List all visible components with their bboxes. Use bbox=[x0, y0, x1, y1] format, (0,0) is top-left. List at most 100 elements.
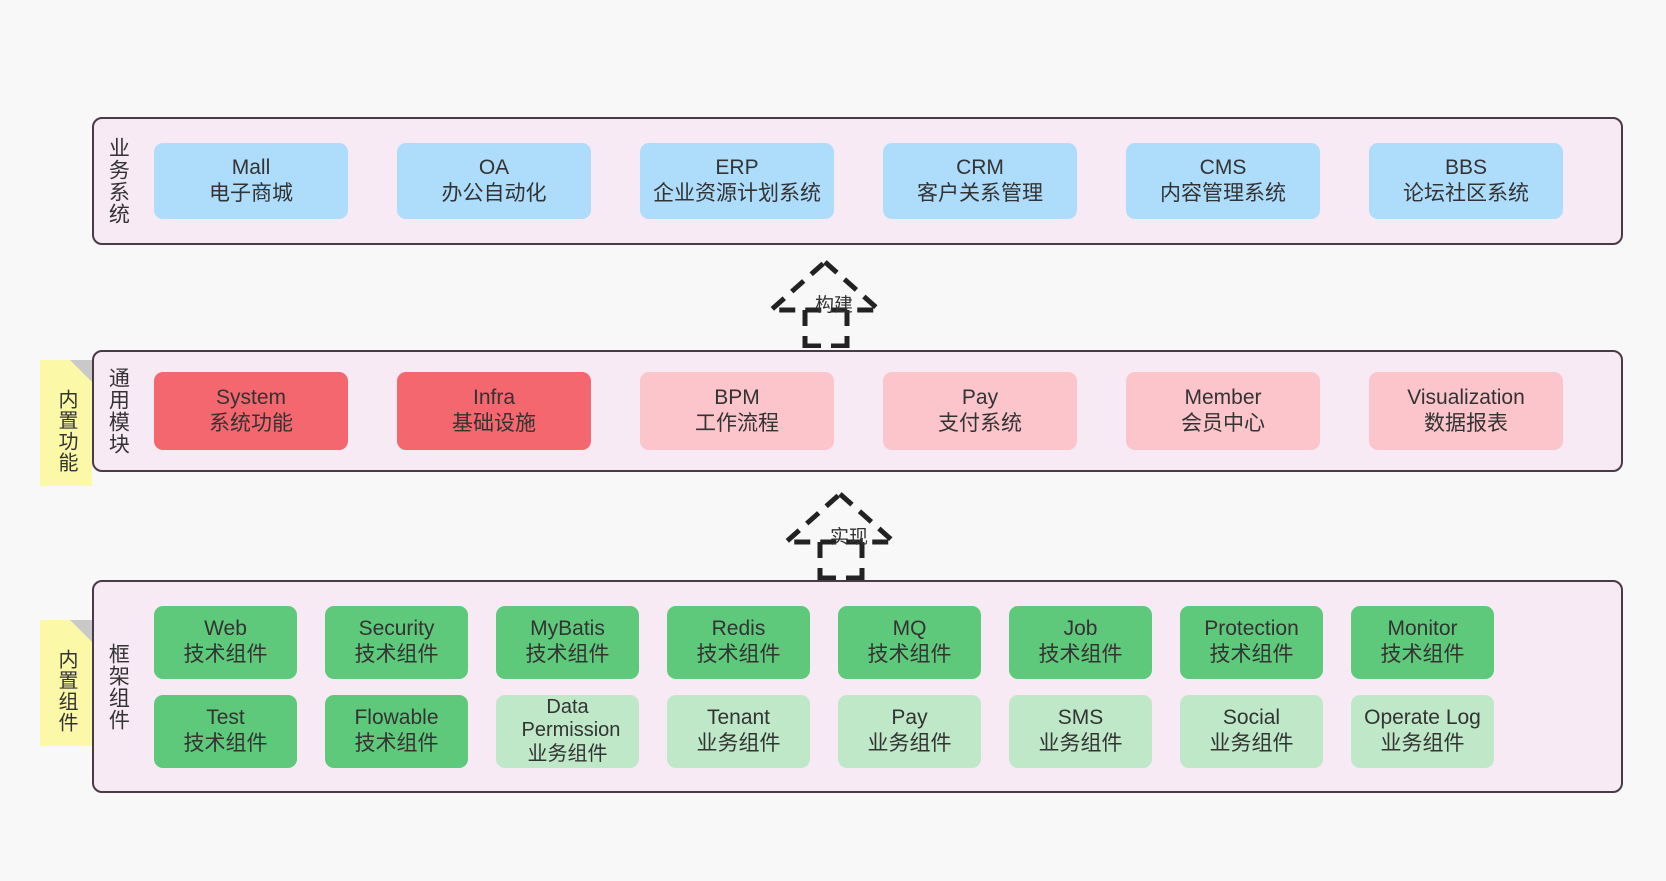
node-subtitle: 论坛社区系统 bbox=[1403, 182, 1529, 205]
node-subtitle: 技术组件 bbox=[1380, 643, 1465, 666]
node-title: Security bbox=[358, 617, 435, 641]
node-title: CMS bbox=[1199, 156, 1247, 180]
node-mq[interactable]: MQ 技术组件 bbox=[838, 605, 981, 679]
node-title: MQ bbox=[892, 617, 927, 641]
node-subtitle: 系统功能 bbox=[209, 412, 293, 435]
node-title: Pay bbox=[961, 386, 999, 410]
layer-business-system: 业务系统 Mall 电子商城 OA 办公自动化 ERP 企业资源计划系统 CRM… bbox=[92, 117, 1623, 245]
node-subtitle: 会员中心 bbox=[1181, 412, 1265, 435]
node-subtitle: 数据报表 bbox=[1424, 412, 1508, 435]
node-title: Member bbox=[1184, 386, 1262, 410]
node-crm[interactable]: CRM 客户关系管理 bbox=[883, 143, 1077, 219]
node-subtitle: 企业资源计划系统 bbox=[653, 182, 821, 205]
node-title: Monitor bbox=[1387, 617, 1458, 641]
layer-body-business-system: Mall 电子商城 OA 办公自动化 ERP 企业资源计划系统 CRM 客户关系… bbox=[140, 119, 1621, 243]
node-bpm[interactable]: BPM 工作流程 bbox=[640, 372, 834, 450]
node-infra[interactable]: Infra 基础设施 bbox=[397, 372, 591, 450]
layer-body-common-module: System 系统功能 Infra 基础设施 BPM 工作流程 Pay 支付系统… bbox=[140, 352, 1621, 470]
layer-title-common-module: 通用模块 bbox=[106, 367, 130, 455]
node-title: MyBatis bbox=[530, 617, 605, 641]
node-row: Web 技术组件 Security 技术组件 MyBatis 技术组件 Redi… bbox=[154, 605, 1607, 679]
connector-build-icon bbox=[764, 258, 886, 348]
node-tenant[interactable]: Tenant 业务组件 bbox=[667, 694, 810, 768]
node-title: BPM bbox=[714, 386, 760, 410]
node-title: Social bbox=[1222, 706, 1281, 730]
node-operate-log[interactable]: Operate Log 业务组件 bbox=[1351, 694, 1494, 768]
node-security[interactable]: Security 技术组件 bbox=[325, 605, 468, 679]
node-subtitle: 业务组件 bbox=[1209, 732, 1294, 755]
node-bbs[interactable]: BBS 论坛社区系统 bbox=[1369, 143, 1563, 219]
node-title: Visualization bbox=[1407, 386, 1525, 410]
node-visualization[interactable]: Visualization 数据报表 bbox=[1369, 372, 1563, 450]
layer-framework-component: 框架组件 Web 技术组件 Security 技术组件 MyBatis 技术组件… bbox=[92, 580, 1623, 793]
node-title: Protection bbox=[1204, 617, 1299, 641]
node-subtitle: 技术组件 bbox=[354, 643, 439, 666]
node-mybatis[interactable]: MyBatis 技术组件 bbox=[496, 605, 639, 679]
node-subtitle: 技术组件 bbox=[354, 732, 439, 755]
node-subtitle: 电子商城 bbox=[209, 182, 293, 205]
node-system[interactable]: System 系统功能 bbox=[154, 372, 348, 450]
node-title: Test bbox=[206, 706, 245, 730]
node-title: BBS bbox=[1444, 156, 1488, 180]
node-job[interactable]: Job 技术组件 bbox=[1009, 605, 1152, 679]
node-sms[interactable]: SMS 业务组件 bbox=[1009, 694, 1152, 768]
node-data-permission[interactable]: Data Permission 业务组件 bbox=[496, 694, 639, 768]
node-subtitle: 办公自动化 bbox=[441, 182, 547, 205]
node-title: SMS bbox=[1057, 706, 1104, 730]
node-mall[interactable]: Mall 电子商城 bbox=[154, 143, 348, 219]
node-monitor[interactable]: Monitor 技术组件 bbox=[1351, 605, 1494, 679]
node-title: Pay bbox=[891, 706, 928, 730]
node-subtitle: 支付系统 bbox=[938, 412, 1022, 435]
node-title: Operate Log bbox=[1364, 706, 1481, 730]
node-protection[interactable]: Protection 技术组件 bbox=[1180, 605, 1323, 679]
node-subtitle: 业务组件 bbox=[867, 732, 952, 755]
node-subtitle: 技术组件 bbox=[696, 643, 781, 666]
node-title: Web bbox=[204, 617, 247, 641]
node-title: Infra bbox=[472, 386, 516, 410]
node-redis[interactable]: Redis 技术组件 bbox=[667, 605, 810, 679]
node-row: Mall 电子商城 OA 办公自动化 ERP 企业资源计划系统 CRM 客户关系… bbox=[154, 143, 1607, 219]
node-subtitle: 业务组件 bbox=[1380, 732, 1465, 755]
node-title: Redis bbox=[711, 617, 766, 641]
node-title: Flowable bbox=[354, 706, 439, 730]
node-subtitle: 业务组件 bbox=[527, 742, 608, 765]
node-title: CRM bbox=[956, 156, 1004, 180]
node-flowable[interactable]: Flowable 技术组件 bbox=[325, 694, 468, 768]
node-test[interactable]: Test 技术组件 bbox=[154, 694, 297, 768]
node-title: Data Permission bbox=[521, 696, 621, 742]
node-web[interactable]: Web 技术组件 bbox=[154, 605, 297, 679]
node-title: ERP bbox=[715, 156, 759, 180]
node-member[interactable]: Member 会员中心 bbox=[1126, 372, 1320, 450]
sticky-note-label: 内置组件 bbox=[55, 649, 77, 733]
node-subtitle: 技术组件 bbox=[183, 732, 268, 755]
node-subtitle: 基础设施 bbox=[452, 412, 536, 435]
node-oa[interactable]: OA 办公自动化 bbox=[397, 143, 591, 219]
node-title: Tenant bbox=[706, 706, 771, 730]
sticky-note-builtin-function: 内置功能 bbox=[40, 360, 92, 486]
node-subtitle: 业务组件 bbox=[1038, 732, 1123, 755]
node-title: Mall bbox=[231, 156, 271, 180]
layer-common-module: 通用模块 System 系统功能 Infra 基础设施 BPM 工作流程 Pay… bbox=[92, 350, 1623, 472]
connector-implement-icon bbox=[779, 490, 901, 580]
layer-title-business-system: 业务系统 bbox=[106, 137, 130, 225]
node-cms[interactable]: CMS 内容管理系统 bbox=[1126, 143, 1320, 219]
node-subtitle: 技术组件 bbox=[1209, 643, 1294, 666]
sticky-note-label: 内置功能 bbox=[55, 389, 77, 473]
node-pay-component[interactable]: Pay 业务组件 bbox=[838, 694, 981, 768]
folded-corner-icon bbox=[70, 620, 92, 642]
node-subtitle: 工作流程 bbox=[695, 412, 779, 435]
node-subtitle: 技术组件 bbox=[183, 643, 268, 666]
node-title: OA bbox=[478, 156, 510, 180]
node-row: System 系统功能 Infra 基础设施 BPM 工作流程 Pay 支付系统… bbox=[154, 372, 1607, 450]
node-social[interactable]: Social 业务组件 bbox=[1180, 694, 1323, 768]
sticky-note-builtin-component: 内置组件 bbox=[40, 620, 92, 746]
node-erp[interactable]: ERP 企业资源计划系统 bbox=[640, 143, 834, 219]
node-row: Test 技术组件 Flowable 技术组件 Data Permission … bbox=[154, 694, 1607, 768]
node-title: System bbox=[215, 386, 286, 410]
connector-build-label: 构建 bbox=[815, 295, 854, 316]
node-pay[interactable]: Pay 支付系统 bbox=[883, 372, 1077, 450]
node-subtitle: 技术组件 bbox=[867, 643, 952, 666]
node-subtitle: 客户关系管理 bbox=[917, 182, 1043, 205]
node-subtitle: 技术组件 bbox=[1038, 643, 1123, 666]
layer-title-framework-component: 框架组件 bbox=[106, 642, 130, 731]
